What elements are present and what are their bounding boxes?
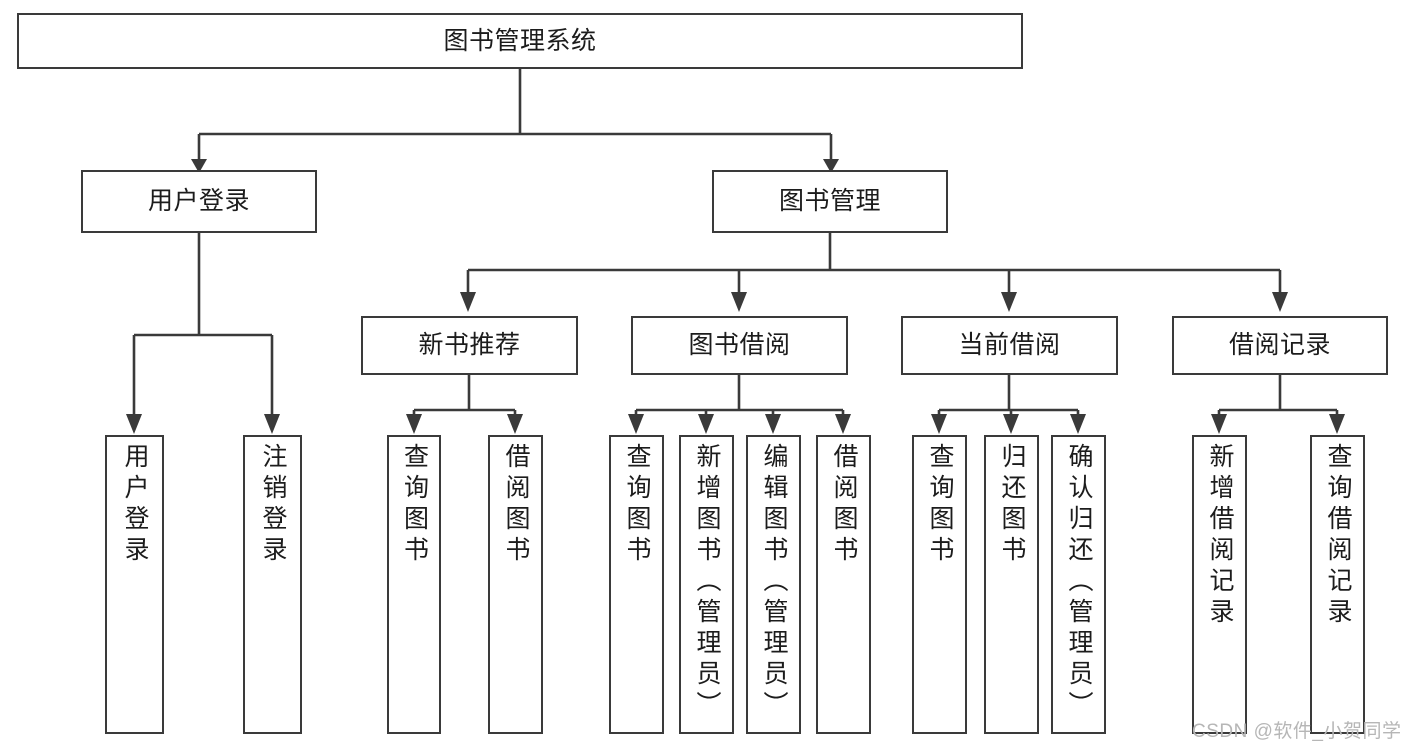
node-label: 查询图书: [623, 443, 651, 567]
node-label: 图书管理系统: [443, 26, 597, 55]
leaf-query-books-recommend[interactable]: 查询图书: [387, 435, 441, 734]
node-label: 借阅图书: [502, 443, 530, 567]
leaf-confirm-return-admin[interactable]: 确认归还（管理员）: [1051, 435, 1106, 734]
node-label: 新增图书（管理员）: [693, 443, 721, 722]
leaf-add-borrow-record[interactable]: 新增借阅记录: [1192, 435, 1247, 734]
node-label: 图书管理: [778, 187, 881, 216]
leaf-query-books-borrow[interactable]: 查询图书: [609, 435, 664, 734]
leaf-add-book-admin[interactable]: 新增图书（管理员）: [679, 435, 734, 734]
node-label: 查询图书: [926, 443, 954, 567]
leaf-return-books[interactable]: 归还图书: [984, 435, 1039, 734]
node-label: 借阅图书: [830, 443, 858, 567]
leaf-edit-book-admin[interactable]: 编辑图书（管理员）: [746, 435, 801, 734]
node-current-borrow[interactable]: 当前借阅: [901, 316, 1118, 375]
node-label: 编辑图书（管理员）: [760, 443, 788, 722]
leaf-query-borrow-record[interactable]: 查询借阅记录: [1310, 435, 1365, 734]
node-label: 查询图书: [400, 443, 429, 567]
node-label: 借阅记录: [1228, 331, 1331, 360]
node-new-book-recommend[interactable]: 新书推荐: [361, 316, 578, 375]
node-label: 确认归还（管理员）: [1065, 443, 1093, 722]
node-label: 查询借阅记录: [1324, 443, 1352, 629]
leaf-user-login[interactable]: 用户登录: [105, 435, 164, 734]
leaf-borrow-books[interactable]: 借阅图书: [816, 435, 871, 734]
node-label: 新书推荐: [418, 331, 521, 360]
node-book-borrow[interactable]: 图书借阅: [631, 316, 848, 375]
node-label: 用户登录: [121, 443, 149, 567]
node-label: 图书借阅: [688, 331, 791, 360]
leaf-query-books-current[interactable]: 查询图书: [912, 435, 967, 734]
node-borrow-records[interactable]: 借阅记录: [1172, 316, 1388, 375]
node-root-system[interactable]: 图书管理系统: [17, 13, 1023, 69]
node-label: 用户登录: [147, 187, 250, 216]
leaf-borrow-books-recommend[interactable]: 借阅图书: [488, 435, 543, 734]
node-label: 当前借阅: [958, 331, 1061, 360]
node-label: 归还图书: [998, 443, 1026, 567]
csdn-watermark: CSDN @软件_小贺同学: [1192, 721, 1402, 742]
node-book-management[interactable]: 图书管理: [712, 170, 948, 233]
node-label: 注销登录: [259, 443, 287, 567]
node-user-login[interactable]: 用户登录: [81, 170, 317, 233]
node-label: 新增借阅记录: [1206, 443, 1234, 629]
leaf-user-logout[interactable]: 注销登录: [243, 435, 302, 734]
